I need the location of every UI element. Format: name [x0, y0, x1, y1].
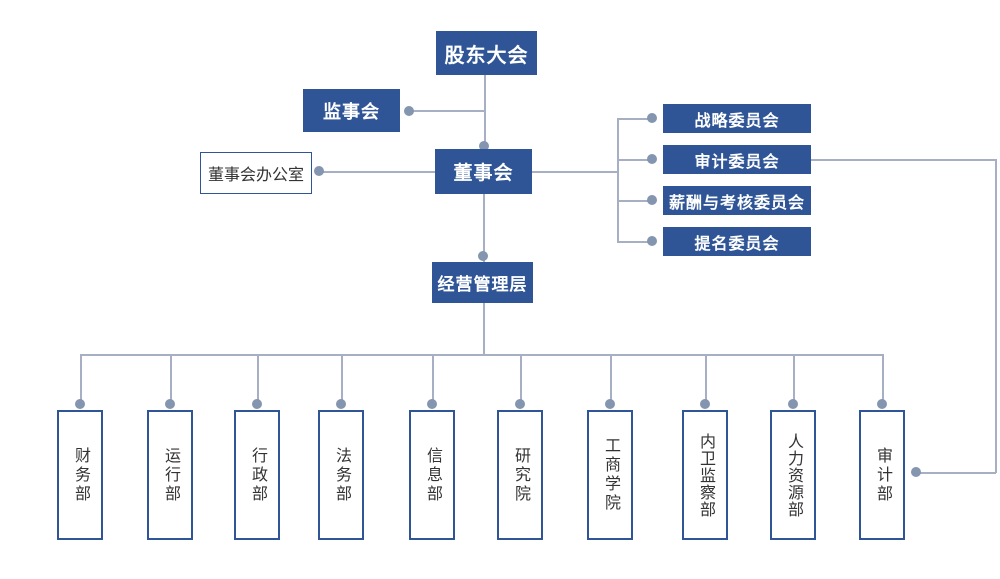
- connector-audit-dept-link: [919, 472, 996, 474]
- connector-dept-drop-3: [257, 354, 259, 404]
- connector-dept-drop-7: [610, 354, 612, 404]
- connector-dot-dept-2: [165, 399, 175, 409]
- node-board-office: 董事会办公室: [200, 152, 312, 194]
- connector-departments-main: [80, 354, 882, 356]
- connector-committee-branch-4: [617, 241, 649, 243]
- connector-committee-branch-3: [617, 200, 649, 202]
- connector-dot-dept-9: [788, 399, 798, 409]
- connector-committee-branch-1: [617, 118, 649, 120]
- connector-management-down: [483, 303, 485, 354]
- connector-dept-drop-8: [705, 354, 707, 404]
- connector-audit-right-vertical: [995, 159, 997, 473]
- node-dept-finance: 财务部: [57, 410, 103, 540]
- node-shareholders-meeting: 股东大会: [436, 31, 537, 75]
- connector-committee-spine: [617, 118, 619, 242]
- connector-board-office-branch: [319, 171, 435, 173]
- node-remuneration-assessment-committee: 薪酬与考核委员会: [663, 186, 811, 215]
- connector-dept-drop-1: [80, 354, 82, 404]
- connector-dot-audit-dept: [911, 467, 921, 477]
- node-nomination-committee: 提名委员会: [663, 227, 811, 256]
- node-dept-information: 信息部: [409, 410, 455, 540]
- node-dept-operations: 运行部: [147, 410, 193, 540]
- connector-shareholders-board: [484, 75, 486, 149]
- connector-dot-dept-10: [877, 399, 887, 409]
- node-strategy-committee: 战略委员会: [663, 104, 811, 133]
- connector-dept-drop-10: [882, 354, 884, 404]
- node-supervisory-board: 监事会: [303, 89, 400, 132]
- connector-dot-board-office: [314, 166, 324, 176]
- connector-dot-committee-3: [647, 195, 657, 205]
- node-dept-research-institute: 研究院: [497, 410, 543, 540]
- node-management-team: 经营管理层: [432, 262, 533, 303]
- connector-committee-branch-2: [617, 159, 649, 161]
- connector-dot-dept-8: [700, 399, 710, 409]
- connector-supervisory-branch: [409, 110, 484, 112]
- connector-dot-dept-6: [515, 399, 525, 409]
- connector-dot-supervisory: [404, 106, 414, 116]
- node-dept-administration: 行政部: [234, 410, 280, 540]
- node-dept-audit: 审计部: [859, 410, 905, 540]
- node-dept-human-resources: 人力资源部: [770, 410, 816, 540]
- node-dept-business-school: 工商学院: [587, 410, 633, 540]
- connector-dot-management-top: [478, 251, 488, 261]
- connector-dot-committee-4: [647, 236, 657, 246]
- connector-dot-board-top: [479, 141, 489, 151]
- connector-board-to-committee-spine: [532, 171, 617, 173]
- connector-dot-dept-7: [605, 399, 615, 409]
- connector-dot-dept-4: [336, 399, 346, 409]
- connector-dot-dept-1: [75, 399, 85, 409]
- node-board-of-directors: 董事会: [435, 149, 532, 194]
- connector-audit-committee-right: [811, 159, 996, 161]
- connector-dept-drop-6: [520, 354, 522, 404]
- node-audit-committee: 审计委员会: [663, 145, 811, 174]
- connector-dot-dept-5: [427, 399, 437, 409]
- connector-dept-drop-4: [341, 354, 343, 404]
- node-dept-legal: 法务部: [318, 410, 364, 540]
- connector-dot-committee-1: [647, 113, 657, 123]
- connector-dot-committee-2: [647, 154, 657, 164]
- node-dept-internal-supervision: 内卫监察部: [682, 410, 728, 540]
- connector-dot-dept-3: [252, 399, 262, 409]
- connector-board-management: [483, 194, 485, 262]
- connector-dept-drop-2: [170, 354, 172, 404]
- connector-dept-drop-5: [432, 354, 434, 404]
- connector-dept-drop-9: [793, 354, 795, 404]
